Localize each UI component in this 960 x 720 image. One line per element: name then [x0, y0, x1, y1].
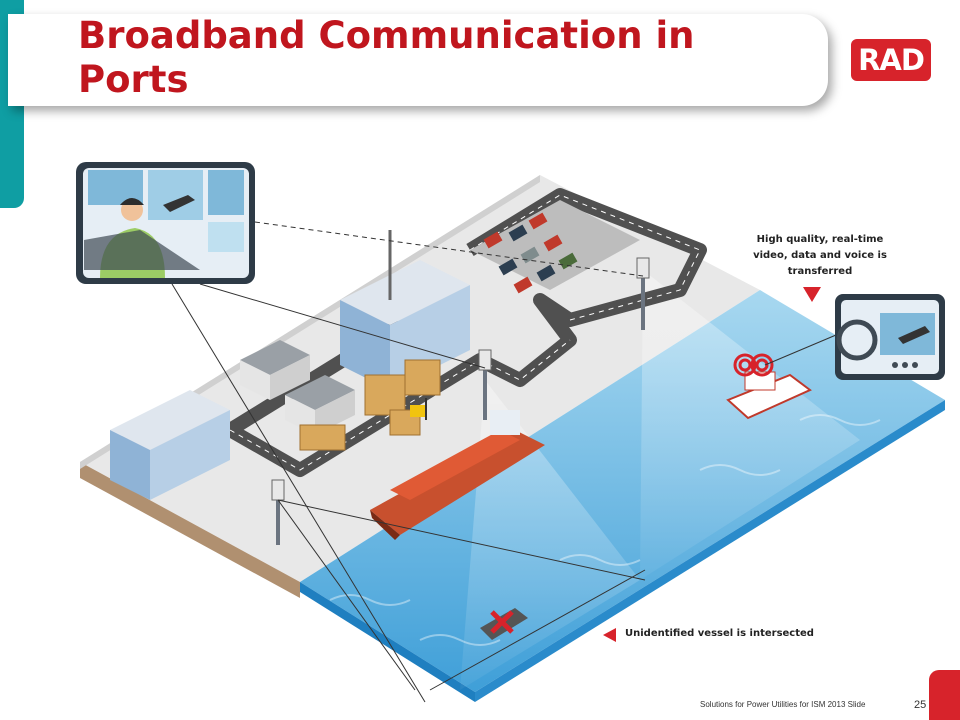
unidentified-vessel-callout: Unidentified vessel is intersected: [625, 628, 814, 639]
logo-text: RAD: [858, 43, 925, 77]
high-quality-callout: High quality, real-time video, data and …: [753, 234, 887, 277]
cargo-ship-icon: [370, 410, 545, 540]
footer-text: Solutions for Power Utilities for ISM 20…: [700, 700, 866, 709]
parking-lot-icon: [470, 200, 640, 294]
title-bar: [8, 14, 828, 106]
warehouse-icon: [240, 340, 355, 435]
control-room-icon: [76, 162, 255, 284]
unidentified-vessel: [480, 608, 528, 640]
callout-arrow-left-icon: [603, 628, 616, 642]
office-building-icon: [110, 230, 470, 500]
ship-bridge-icon: [835, 294, 945, 380]
forklift-icon: [410, 398, 427, 420]
page-title: Broadband Communication in Ports: [78, 14, 695, 101]
communication-links: [171, 221, 837, 703]
cargo-crates: [299, 359, 441, 451]
callout-arrow-down-icon: [803, 287, 821, 302]
wireless-signal-icon: [733, 353, 774, 377]
rad-logo: RAD: [851, 39, 931, 81]
corner-tab: [929, 670, 960, 720]
slide-number: 25: [914, 699, 927, 711]
boat-icon: [726, 371, 812, 420]
